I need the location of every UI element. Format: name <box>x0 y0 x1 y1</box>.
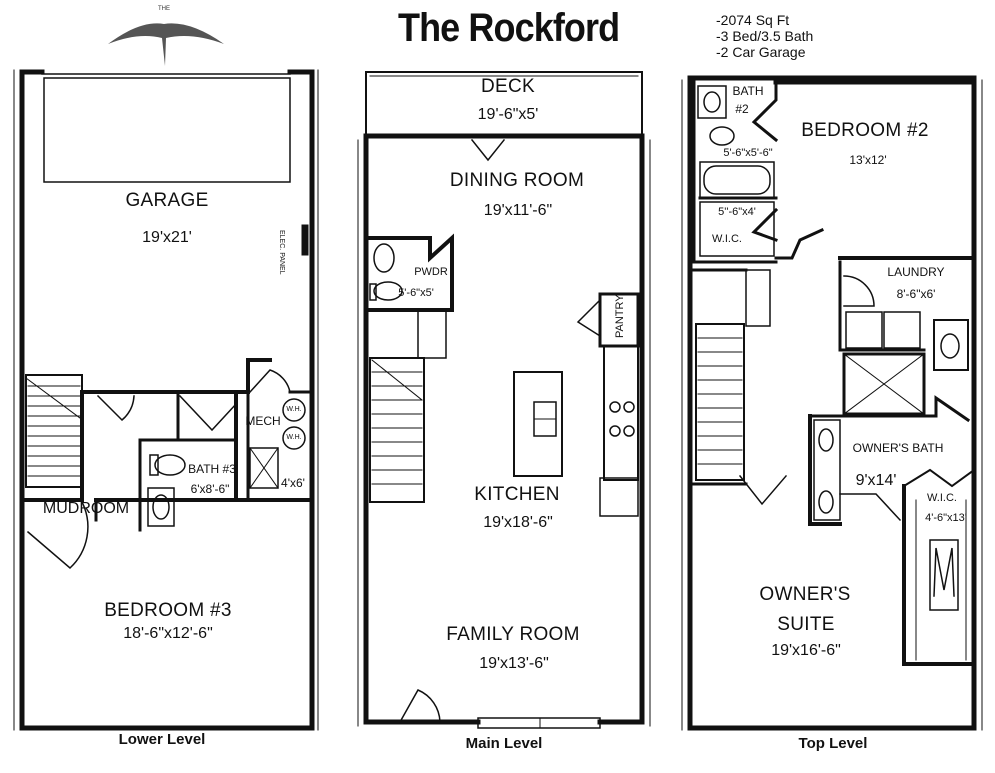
bedroom3-label: BEDROOM #3 <box>104 600 232 621</box>
owners-bath-label: OWNER'S BATH <box>852 441 944 455</box>
main-level-caption: Main Level <box>465 735 543 752</box>
wic-large-label: W.I.C. <box>927 492 957 504</box>
mech-label: MECH <box>245 414 281 428</box>
powder-room-label: PWDR <box>414 266 448 278</box>
plan-specs: -2074 Sq Ft -3 Bed/3.5 Bath -2 Car Garag… <box>716 12 813 60</box>
lower-level-caption: Lower Level <box>118 731 206 748</box>
spec-bed-bath: -3 Bed/3.5 Bath <box>716 28 814 44</box>
swift-bird-icon: THE SWIFT <box>108 6 224 66</box>
water-heater-2-label: W.H. <box>286 434 302 441</box>
spec-garage: -2 Car Garage <box>716 44 806 60</box>
bedroom3-size: 18'-6"x12'-6" <box>123 625 213 642</box>
bath2-size: 5'-6"x5'-6" <box>723 147 773 159</box>
owners-suite-label-2: SUITE <box>777 614 835 635</box>
kitchen-label: KITCHEN <box>474 484 560 505</box>
dining-room-label: DINING ROOM <box>449 170 585 191</box>
wic-small-size: 5''-6"x4' <box>718 206 756 218</box>
pantry-label: PANTRY <box>614 294 626 338</box>
deck-size: 19'-6"x5' <box>477 106 539 123</box>
swift-logo: THE SWIFT <box>100 0 230 70</box>
wic-small-label: W.I.C. <box>712 233 742 245</box>
mech-size: 4'x6' <box>281 476 305 490</box>
logo-brand-text: SWIFT <box>147 15 182 24</box>
bedroom2-label: BEDROOM #2 <box>801 120 929 141</box>
family-room-label: FAMILY ROOM <box>446 624 580 645</box>
kitchen-size: 19'x18'-6" <box>483 514 553 531</box>
deck-label: DECK <box>481 76 535 97</box>
plan-title: The Rockford <box>398 6 620 50</box>
wic-large-size: 4'-6"x13' <box>925 512 967 524</box>
logo-small-text: THE <box>158 6 170 12</box>
owners-suite-size: 19'x16'-6" <box>771 642 841 659</box>
laundry-label: LAUNDRY <box>887 265 945 279</box>
bath3-size: 6'x8'-6" <box>190 482 230 496</box>
lower-level-walls <box>13 69 319 731</box>
spec-sqft: -2074 Sq Ft <box>716 12 790 28</box>
laundry-size: 8'-6"x6' <box>896 287 936 301</box>
garage-label: GARAGE <box>125 190 209 211</box>
powder-room-size: 5'-6"x5' <box>398 287 434 299</box>
family-room-size: 19'x13'-6" <box>479 655 549 672</box>
dining-room-size: 19'x11'-6" <box>483 202 553 219</box>
main-level-walls <box>357 71 651 729</box>
bath2-number: #2 <box>735 102 749 116</box>
owners-suite-label-1: OWNER'S <box>759 584 851 605</box>
mudroom-label: MUDROOM <box>42 500 130 517</box>
bedroom2-size: 13'x12' <box>849 153 887 167</box>
garage-size: 19'x21' <box>142 229 192 246</box>
water-heater-1-label: W.H. <box>286 406 302 413</box>
bath2-label: BATH <box>732 84 764 98</box>
top-level-caption: Top Level <box>798 735 868 752</box>
bath3-label: BATH #3 <box>188 462 236 476</box>
elec-panel-label: ELEC. PANEL <box>278 230 285 275</box>
top-level-walls <box>681 75 983 731</box>
owners-bath-size: 9'x14' <box>855 472 897 489</box>
